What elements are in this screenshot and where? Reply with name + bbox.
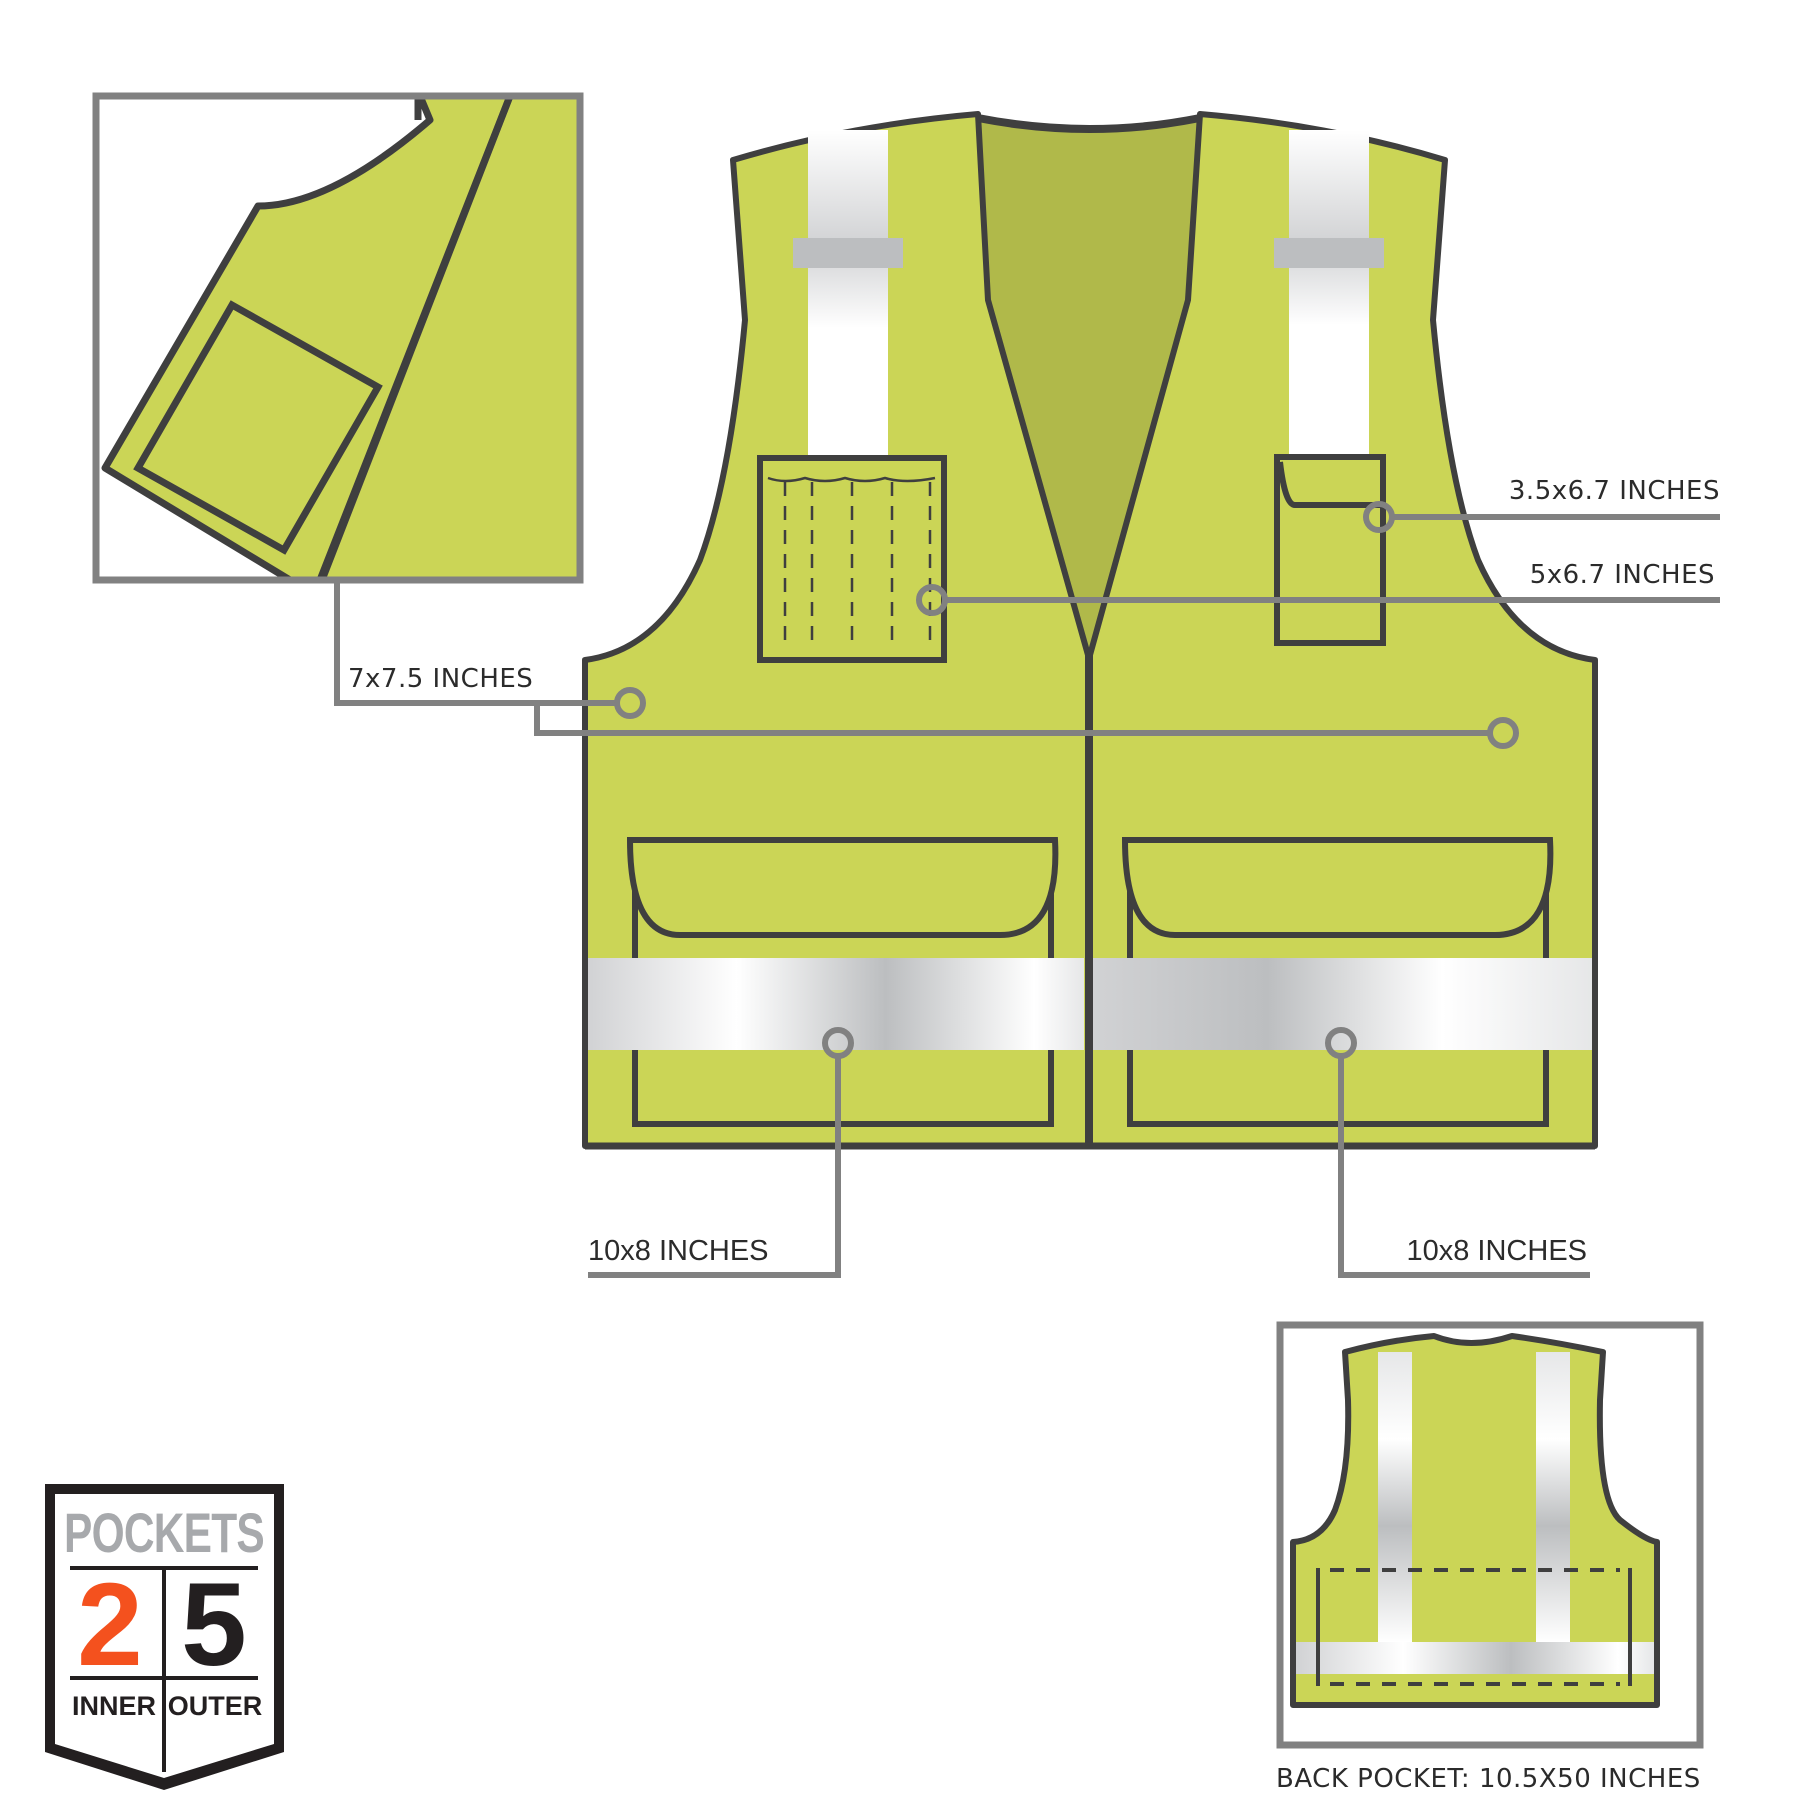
callout-7x7-5: 7x7.5 INCHES [348,664,533,694]
pockets-badge: POCKETS 2 5 INNER OUTER [45,1484,284,1790]
right-chest-pocket [1274,454,1386,646]
inner-count: 2 [77,1559,143,1691]
vest-front [582,111,1598,1150]
left-reflective-strap [808,130,888,460]
left-reflective-band [588,958,1084,1050]
callout-lower-right-10x8: 10x8 INCHES [1406,1235,1587,1267]
left-chest-pocket [757,455,947,663]
inset-frame [92,92,584,584]
callout-3-5x6-7: 3.5x6.7 INCHES [1509,476,1720,506]
callout-lower-left-10x8: 10x8 INCHES [588,1235,769,1267]
right-reflective-band [1093,958,1592,1050]
outer-count: 5 [181,1559,247,1691]
badge-title: POCKETS [64,1501,264,1564]
inset-inner-pocket-view [92,92,584,584]
callout-lines [334,501,1720,1278]
right-reflective-strap [1289,130,1369,455]
back-pocket-label: BACK POCKET: 10.5X50 INCHES [1276,1764,1701,1794]
callout-5x6-7: 5x6.7 INCHES [1530,560,1715,590]
inner-label: INNER [72,1691,156,1721]
vest-back [1276,1321,1704,1749]
inner-pocket [133,300,383,555]
outer-label: OUTER [168,1691,263,1721]
